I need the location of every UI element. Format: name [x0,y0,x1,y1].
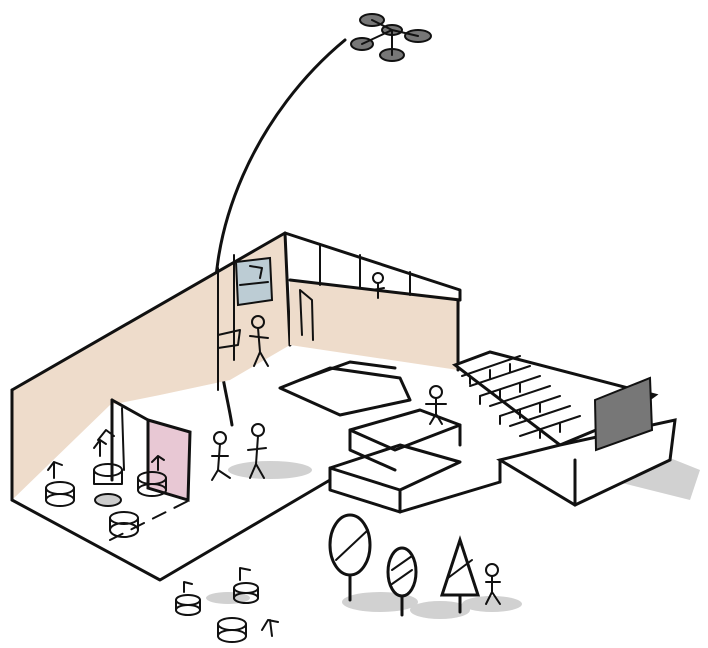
left-wall-window [236,258,272,305]
tree-round-icon [330,515,370,600]
drone-icon [351,14,431,61]
back-wall [285,233,460,370]
outdoor-stools [176,568,278,642]
